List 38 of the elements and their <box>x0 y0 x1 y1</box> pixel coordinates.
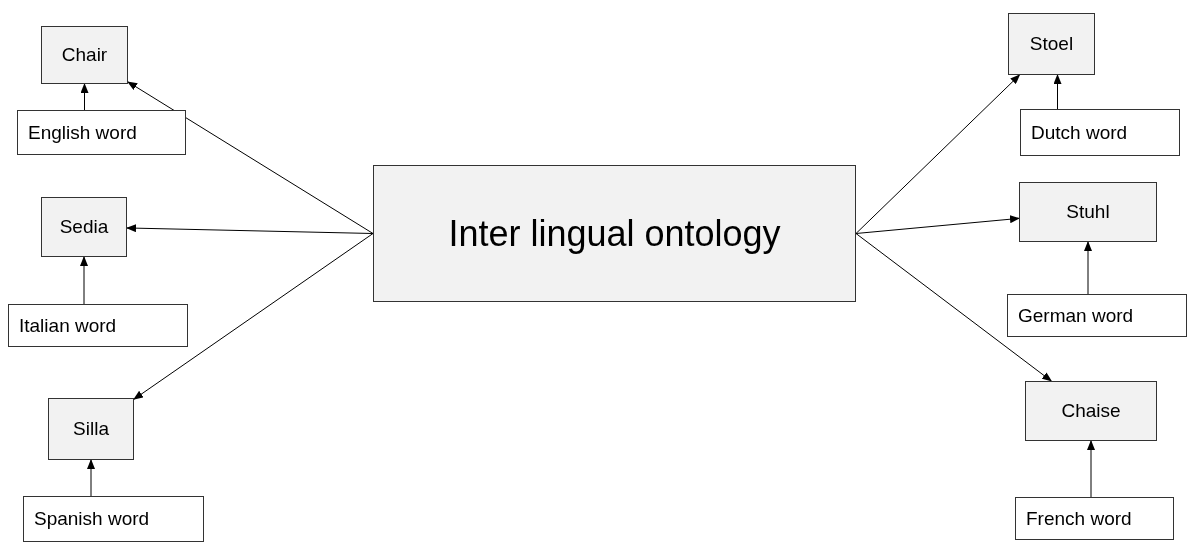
node-text: Stuhl <box>1066 201 1110 223</box>
node-text: Sedia <box>59 216 109 238</box>
term-box <box>41 26 128 84</box>
term-box <box>1025 381 1157 441</box>
node-text: Chair <box>61 44 108 66</box>
arrow <box>1084 241 1092 295</box>
arrow <box>1087 440 1095 498</box>
language-label-box <box>1020 109 1180 156</box>
node-text: Chaise <box>1061 400 1121 422</box>
language-label-box <box>1007 294 1187 337</box>
arrow <box>133 233 374 400</box>
arrow <box>127 81 374 234</box>
language-label-box <box>23 496 204 542</box>
arrow <box>80 256 88 305</box>
language-label: Italian word <box>19 314 117 337</box>
arrow <box>855 233 1053 382</box>
language-label: French word <box>1026 507 1132 530</box>
term-box <box>48 398 134 460</box>
term-box <box>1008 13 1095 75</box>
language-label: German word <box>1018 304 1134 327</box>
node-text: Silla <box>73 418 109 440</box>
arrow <box>87 459 95 497</box>
language-label-box <box>8 304 188 347</box>
term-box <box>1019 182 1157 242</box>
node-text: Inter lingual ontology <box>448 212 781 255</box>
language-label: English word <box>28 121 137 144</box>
language-label: Spanish word <box>34 508 150 530</box>
arrow <box>855 74 1021 234</box>
arrow <box>80 83 89 111</box>
arrow <box>1053 74 1062 110</box>
language-label-box <box>17 110 186 155</box>
language-label-box <box>1015 497 1174 540</box>
node-text: Stoel <box>1029 33 1074 55</box>
arrow <box>855 215 1020 234</box>
language-label: Dutch word <box>1031 121 1128 144</box>
concept-box <box>373 165 856 302</box>
term-box <box>41 197 127 257</box>
arrow <box>126 224 374 234</box>
